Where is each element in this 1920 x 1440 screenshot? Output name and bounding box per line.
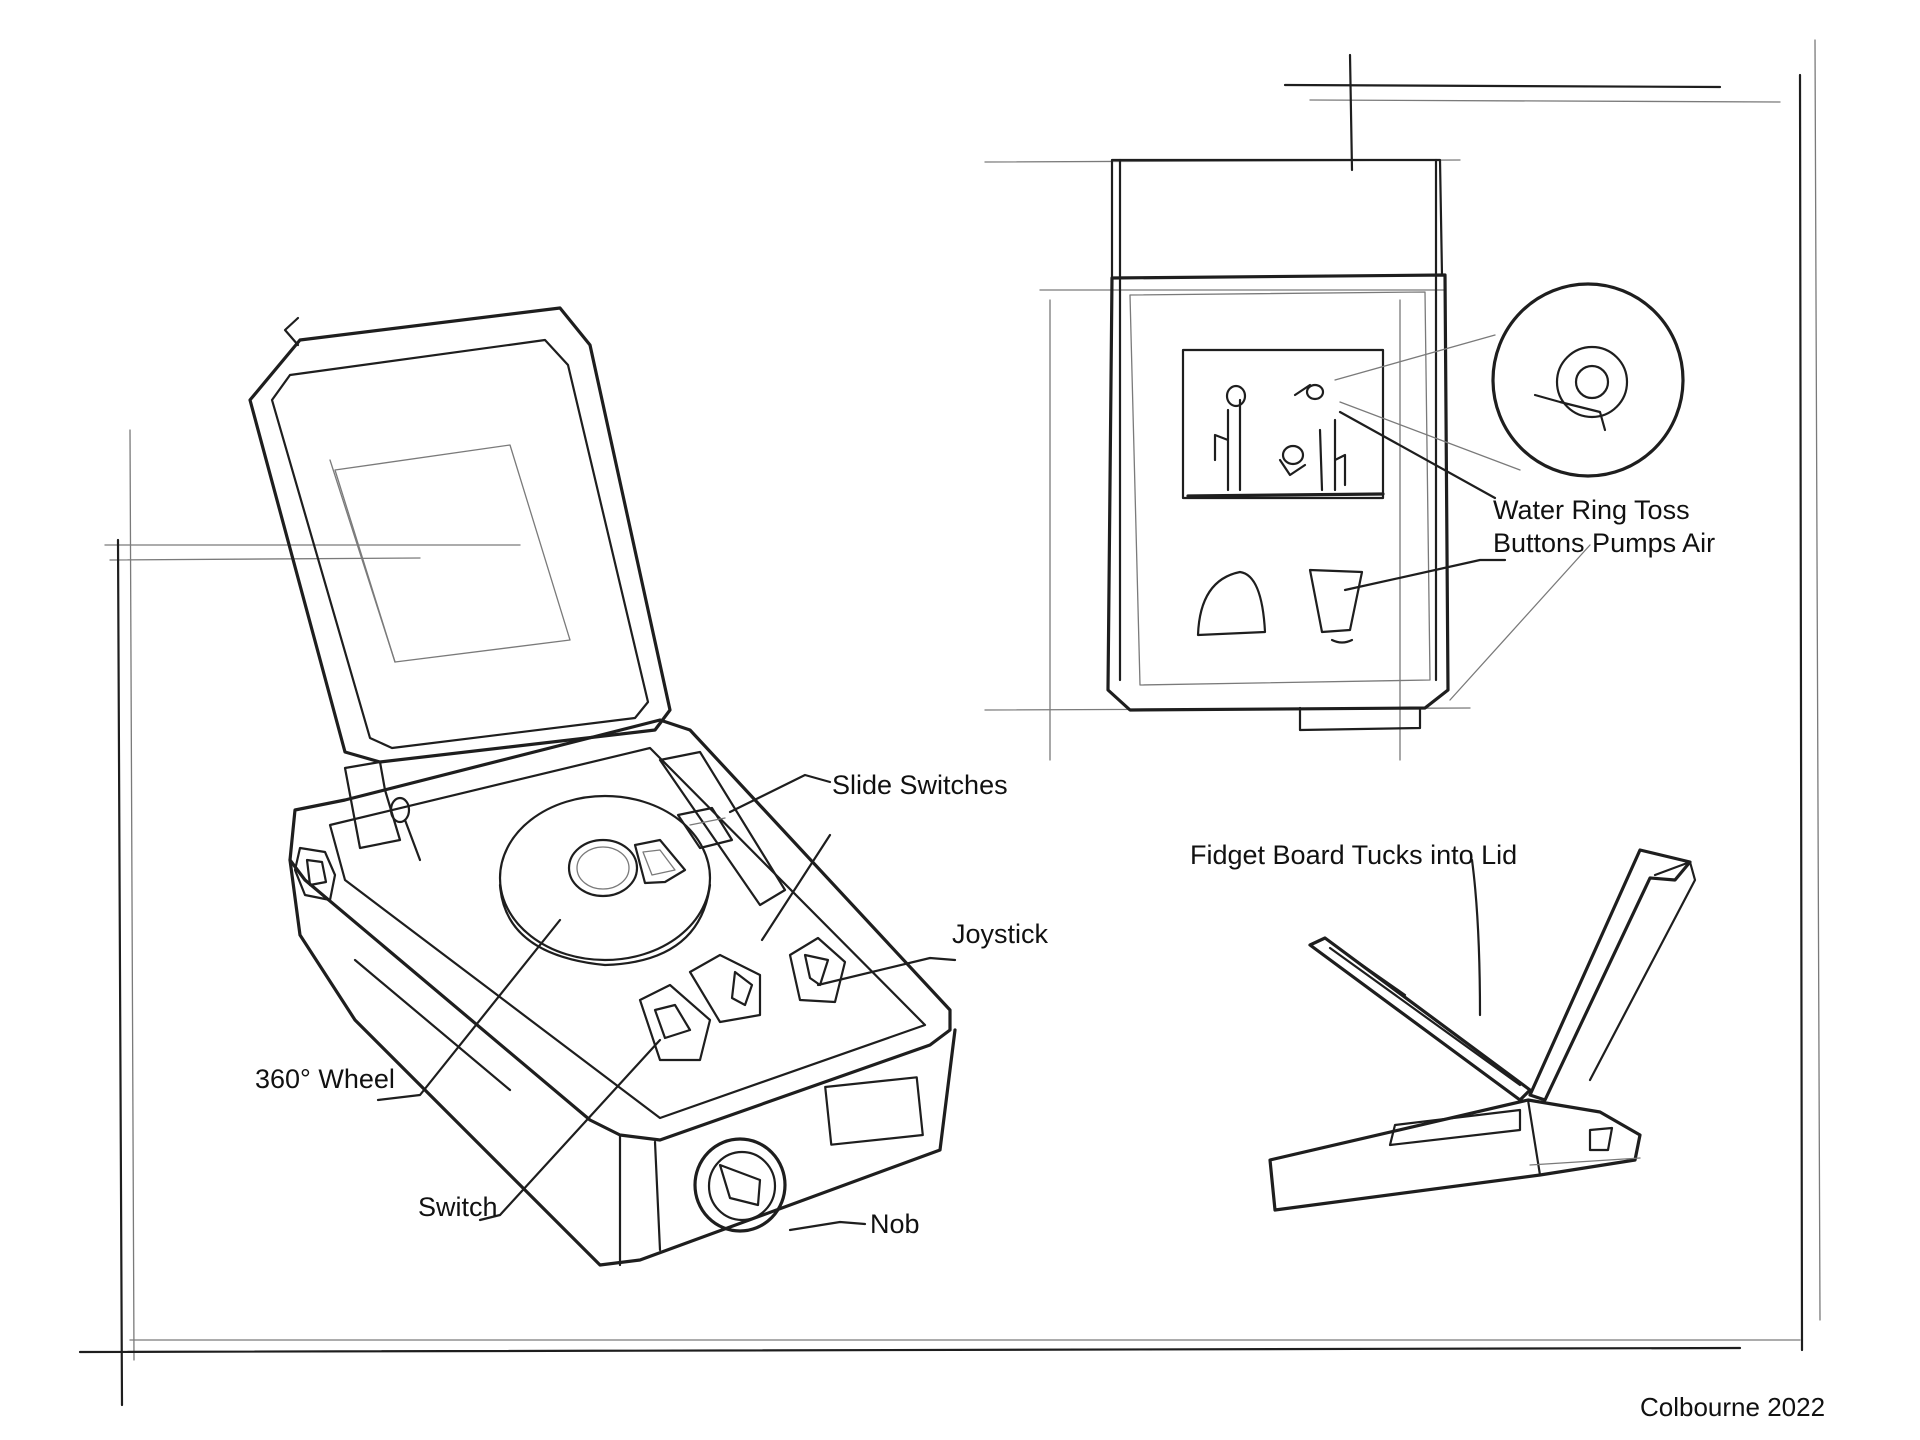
label-switch: Switch: [418, 1192, 498, 1222]
front-view: [984, 158, 1685, 761]
label-leaders: [376, 773, 957, 1232]
label-buttons-pumps-air: Buttons Pumps Air: [1493, 528, 1716, 558]
device-main: [248, 306, 957, 1267]
side-view: [1268, 848, 1697, 1212]
page-frame: [78, 39, 1821, 1407]
label-slide-switches: Slide Switches: [832, 770, 1008, 800]
signature: Colbourne 2022: [1640, 1392, 1826, 1422]
label-fidget-board: Fidget Board Tucks into Lid: [1190, 840, 1518, 870]
label-joystick: Joystick: [952, 919, 1049, 949]
label-nob: Nob: [870, 1209, 920, 1239]
label-water-ring-toss: Water Ring Toss: [1493, 495, 1690, 525]
label-360-wheel: 360° Wheel: [255, 1064, 395, 1094]
